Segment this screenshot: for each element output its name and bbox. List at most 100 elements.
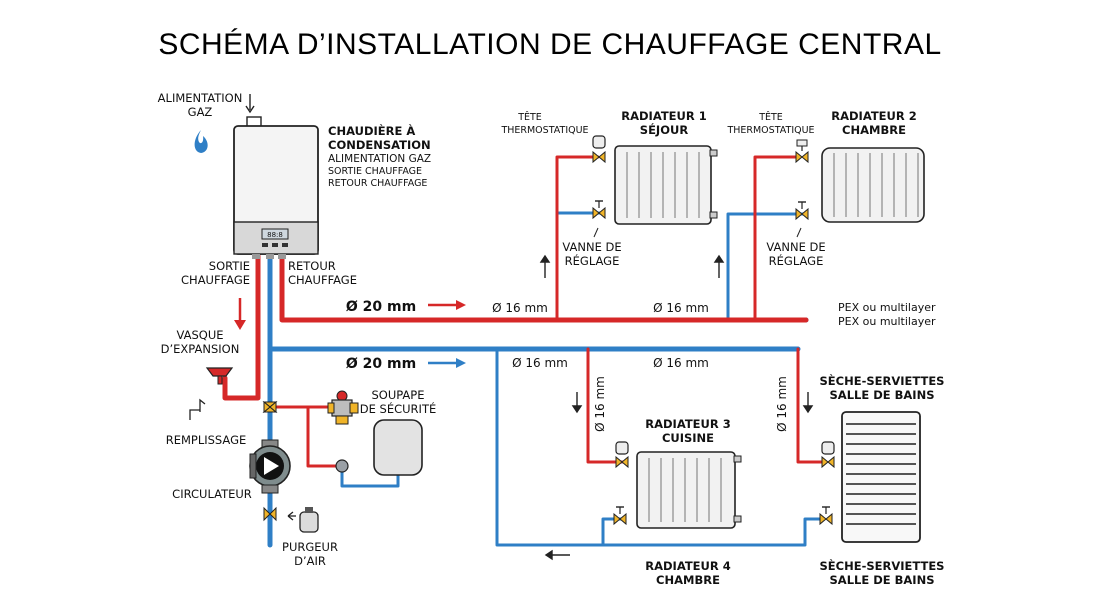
radiator-3-label-2: CUISINE xyxy=(662,431,714,445)
pipe-d16-vertical-2: Ø 16 mm xyxy=(775,376,789,432)
expansion-label-1: VASQUE xyxy=(176,328,223,342)
balancing-valve-2 xyxy=(795,201,809,221)
flame-icon xyxy=(194,130,208,153)
balancing-valve-3 xyxy=(613,506,627,526)
pipe-d16-2: Ø 16 mm xyxy=(653,301,709,315)
supply-label-1: SORTIE xyxy=(209,259,250,273)
legend-hot-label: PEX ou multilayer xyxy=(838,301,936,314)
main-hot-diameter: Ø 20 mm xyxy=(346,299,416,315)
rad2-supply xyxy=(753,155,802,322)
radiator-2-label-2: CHAMBRE xyxy=(842,123,906,137)
radiator-1-label-1: RADIATEUR 1 xyxy=(621,109,707,123)
safety-valve-label-2: DE SÉCURITÉ xyxy=(360,401,436,416)
boiler-sub-3: RETOUR CHAUFFAGE xyxy=(328,178,427,189)
boiler-button-1 xyxy=(262,243,268,247)
main-supply-pipe xyxy=(279,253,809,323)
rad1-supply xyxy=(555,155,600,322)
valve-2-label-1: VANNE DE xyxy=(766,240,825,254)
hot-pipes xyxy=(222,155,824,468)
gas-arrowhead xyxy=(245,105,255,114)
boiler-sub-2: SORTIE CHAUFFAGE xyxy=(328,166,422,177)
flow-arrows xyxy=(539,254,814,561)
radiator-2 xyxy=(821,147,925,223)
air-purge-cap xyxy=(305,507,313,513)
radiator-3-label-1: RADIATEUR 3 xyxy=(645,417,731,431)
air-purge-label-1: PURGEUR xyxy=(282,540,338,554)
towel-top-label-1: SÈCHE-SERVIETTES xyxy=(820,373,945,388)
thermostatic-head-2 xyxy=(795,139,809,164)
expansion-funnel-neck xyxy=(217,375,223,385)
fill-tap-icon xyxy=(199,398,206,412)
supply-flow-arrowhead xyxy=(234,320,246,330)
air-purge-label-2: D’AIR xyxy=(294,554,326,568)
circulator-pump xyxy=(249,439,291,494)
pipe-d16-1: Ø 16 mm xyxy=(492,301,548,315)
towel-supply xyxy=(796,347,824,464)
valve-1-leader xyxy=(593,227,599,238)
supply-label-2: CHAUFFAGE xyxy=(181,273,250,287)
pump-valve-icon xyxy=(263,506,277,522)
thermo-2-label-2: THERMOSTATIQUE xyxy=(726,125,814,136)
boiler-outlet-3 xyxy=(278,254,286,259)
supply-to-expansion xyxy=(222,253,261,401)
boiler-button-3 xyxy=(282,243,288,247)
air-purge-icon xyxy=(299,511,319,533)
boiler-button-2 xyxy=(272,243,278,247)
fill-pipe-icon xyxy=(189,409,200,420)
boiler-outlet-1 xyxy=(252,254,260,259)
thermo-1-label-1: TÊTE xyxy=(517,111,542,123)
radiator-4-label-2: CHAMBRE xyxy=(656,573,720,587)
expansion-funnel-icon xyxy=(205,367,234,377)
expansion-vessel xyxy=(373,419,423,476)
radiator-1-label-2: SÉJOUR xyxy=(640,122,689,137)
filling-valve-body xyxy=(263,400,277,414)
pipe-d16-vertical-1: Ø 16 mm xyxy=(593,376,607,432)
valve-2-label-2: RÉGLAGE xyxy=(769,253,824,268)
main-cold-arrowhead xyxy=(456,358,466,368)
safety-valve xyxy=(327,390,359,425)
diagram-title: SCHÉMA D’INSTALLATION DE CHAUFFAGE CENTR… xyxy=(158,28,941,61)
towel-top-label-2: SALLE DE BAINS xyxy=(830,388,935,402)
safety-valve-label-1: SOUPAPE xyxy=(371,388,424,402)
air-purge-arrowhead xyxy=(287,511,294,521)
radiator-4-label-1: RADIATEUR 4 xyxy=(645,559,731,573)
valve-1-label-1: VANNE DE xyxy=(562,240,621,254)
thermostatic-head-3 xyxy=(615,441,629,469)
towel-radiator xyxy=(841,411,921,543)
radiator-1 xyxy=(614,145,718,225)
boiler-display xyxy=(261,228,289,240)
towel-bottom-label-2: SALLE DE BAINS xyxy=(830,573,935,587)
radiator-2-label-1: RADIATEUR 2 xyxy=(831,109,917,123)
vessel-link xyxy=(340,464,400,488)
vessel-fitting xyxy=(335,459,349,473)
radiator-3 xyxy=(636,451,742,529)
pipe-legend: PEX ou multilayer PEX ou multilayer xyxy=(838,301,936,328)
thermostatic-head-4 xyxy=(821,441,835,469)
rad4-return xyxy=(601,517,624,547)
balancing-valve-4 xyxy=(819,506,833,526)
thermo-1-label-2: THERMOSTATIQUE xyxy=(500,125,588,136)
cold-pipes xyxy=(267,211,824,548)
valve-1-label-2: RÉGLAGE xyxy=(565,253,620,268)
main-hot-arrowhead xyxy=(456,300,466,310)
circulator-play-icon xyxy=(264,457,279,475)
boiler-display-text: 88:8 xyxy=(267,231,283,239)
balancing-valve-1 xyxy=(592,200,606,220)
towel-bottom-label-1: SÈCHE-SERVIETTES xyxy=(820,558,945,573)
rad2-return xyxy=(726,212,807,322)
legend-cold-label: PEX ou multilayer xyxy=(838,315,936,328)
boiler-sub-1: ALIMENTATION GAZ xyxy=(328,153,431,165)
rad3-supply xyxy=(586,347,624,464)
boiler-heading-1: CHAUDIÈRE À xyxy=(328,123,415,138)
return-label-2: CHAUFFAGE xyxy=(288,273,357,287)
filling-label: REMPLISSAGE xyxy=(166,433,247,447)
vessel-supply xyxy=(306,405,344,468)
boiler-heading-2: CONDENSATION xyxy=(328,138,431,152)
gas-label-2: GAZ xyxy=(188,105,213,119)
thermostatic-head-1 xyxy=(592,135,606,164)
thermo-2-label-1: TÊTE xyxy=(758,111,783,123)
boiler: 88:8 xyxy=(233,116,319,259)
main-cold-diameter: Ø 20 mm xyxy=(346,356,416,372)
